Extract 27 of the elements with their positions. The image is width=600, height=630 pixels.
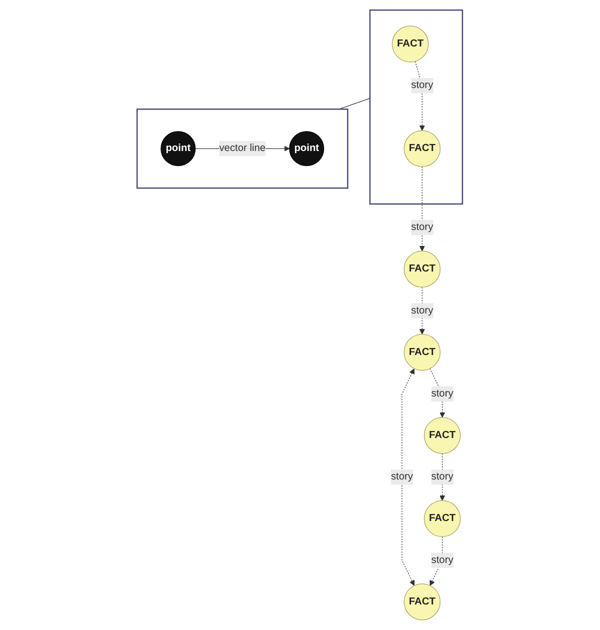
arrow <box>430 536 443 586</box>
node-circle: FACT <box>392 26 429 62</box>
edge-label: story <box>391 471 414 482</box>
arrow <box>430 368 446 418</box>
arrow <box>402 368 415 586</box>
node-circle: point <box>289 131 324 166</box>
node-circle: point <box>160 131 196 166</box>
cluster <box>370 9 464 205</box>
arrow <box>415 61 426 131</box>
arrow <box>440 453 446 501</box>
node-circle: FACT <box>404 250 441 288</box>
node-circle: FACT <box>404 334 441 371</box>
edge-label: story <box>411 222 434 233</box>
edge-label: story <box>431 554 454 566</box>
edge-label: story <box>431 388 454 399</box>
arrow <box>420 166 426 252</box>
node-circle: FACT <box>404 583 441 620</box>
arrow <box>420 286 426 334</box>
edge-label: story <box>411 304 434 316</box>
node-circle: FACT <box>404 130 441 167</box>
edge-label: vector line <box>219 142 266 154</box>
edge-label: story <box>411 80 434 91</box>
node-circle: FACT <box>424 417 461 454</box>
edge-label: story <box>431 471 454 482</box>
node-circle: FACT <box>424 500 461 538</box>
connector <box>338 98 370 110</box>
cluster <box>136 108 349 189</box>
